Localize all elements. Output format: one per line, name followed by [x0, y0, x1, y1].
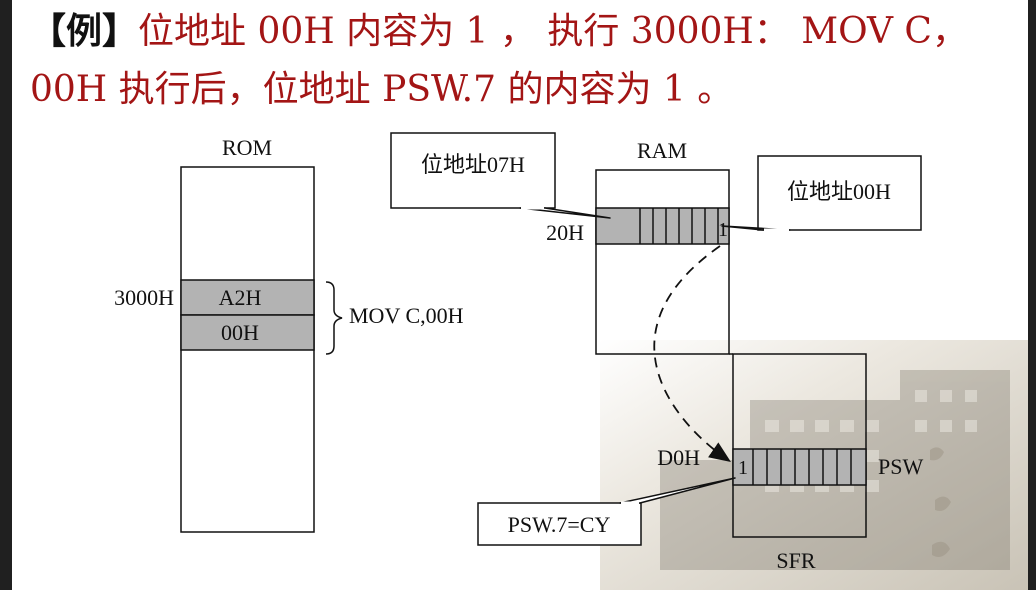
- ram-box: [595, 169, 730, 355]
- title-line2: 00H 执行后，位地址 PSW.7 的内容为 1 。: [30, 69, 734, 110]
- rom-cell-00h: [180, 314, 315, 351]
- callout-psw7-text: PSW.7=CY: [508, 512, 611, 537]
- callout-bit-07h: 位地址07H: [390, 132, 611, 219]
- ram-sfr-block: RAM SFR 1 20H: [546, 138, 923, 573]
- instruction-label: MOV C,00H: [349, 303, 464, 328]
- title-line1: 位地址 00H 内容为 1 ， 执行 3000H： MOV C，: [138, 11, 968, 52]
- psw-bit7-value: 1: [738, 457, 748, 479]
- ram-row-address: 20H: [546, 220, 584, 245]
- psw-row-address: D0H: [657, 445, 700, 470]
- psw-row: [732, 448, 867, 486]
- rom-label: ROM: [222, 135, 272, 160]
- callout-psw7: PSW.7=CY: [477, 477, 736, 546]
- rom-cell-a2h: [180, 279, 315, 316]
- bit-transfer-arrow: [653, 245, 731, 463]
- callout-bit-00h-text: 位地址00H: [787, 179, 891, 204]
- sfr-box: [732, 353, 867, 538]
- rom-block: ROM A2H 00H 3000H MOV C,00H: [114, 135, 464, 533]
- ram-row-bit-dividers: [639, 208, 719, 244]
- instruction-brace: [325, 281, 343, 355]
- ram-row-20h: [595, 207, 730, 245]
- rom-byte-00h: 00H: [221, 320, 259, 345]
- psw-register-label: PSW: [878, 454, 923, 479]
- psw-row-bit-dividers: [752, 449, 852, 485]
- callout-bit-00h: 位地址00H: [721, 155, 922, 232]
- callout-bit-07h-text: 位地址07H: [421, 152, 525, 177]
- left-frame-edge: [0, 0, 12, 590]
- sfr-label: SFR: [776, 548, 815, 573]
- rom-address-label: 3000H: [114, 285, 174, 310]
- slide-title: 【例】位地址 00H 内容为 1 ， 执行 3000H： MOV C， 00H …: [30, 2, 1020, 119]
- rom-byte-a2h: A2H: [219, 285, 262, 310]
- right-frame-edge: [1028, 0, 1036, 590]
- ram-bit0-value: 1: [718, 219, 728, 241]
- example-bracket: 【例】: [30, 10, 139, 52]
- ram-label: RAM: [637, 138, 687, 163]
